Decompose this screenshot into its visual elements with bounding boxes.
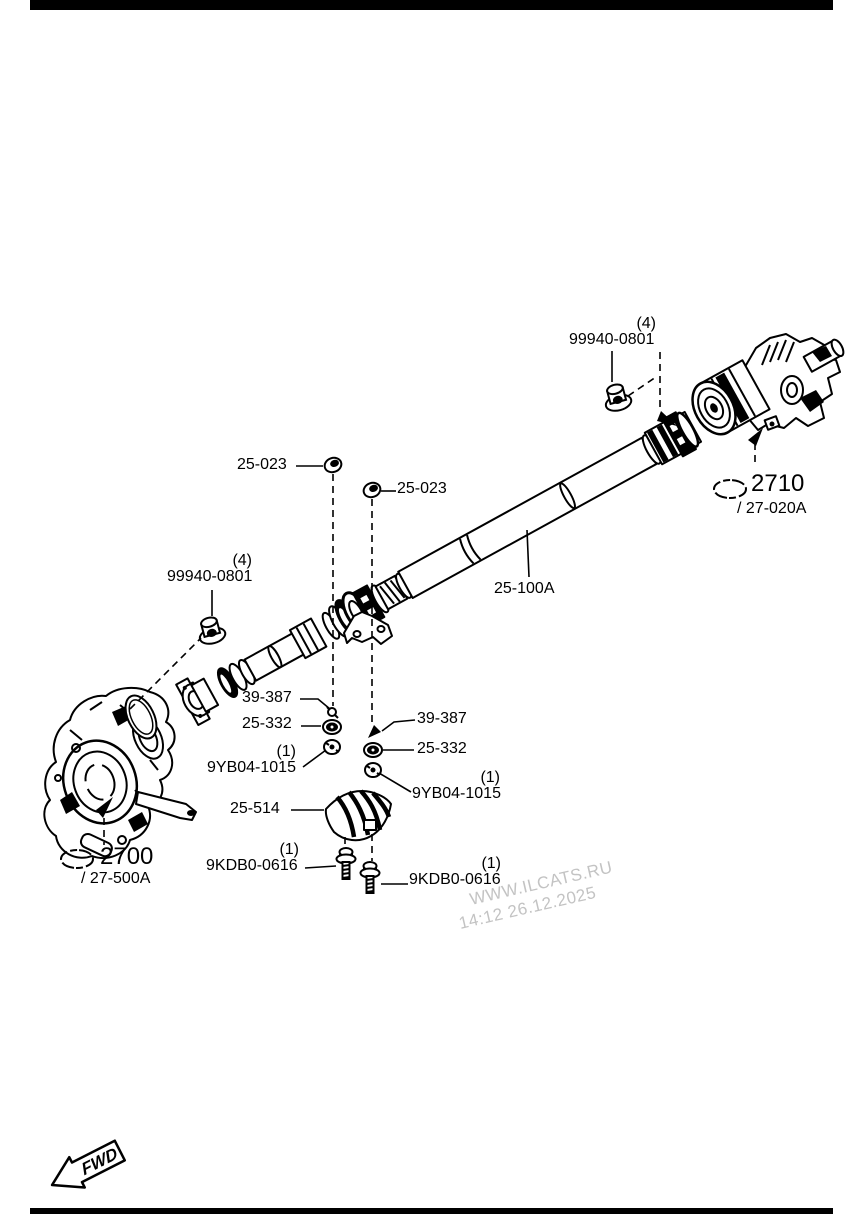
part-qty: (1) (480, 769, 500, 786)
part-qty: (1) (276, 743, 296, 760)
assembly-callout-2700[interactable]: 2700 (100, 843, 154, 870)
part-code: 99940-0801 (167, 568, 253, 585)
part-code: 9KDB0-0616 (409, 871, 501, 888)
assembly-callout-2710[interactable]: 2710 (751, 470, 805, 497)
part-label-9KDB0-0616-left[interactable]: (1) 9KDB0-0616 (206, 842, 303, 874)
part-qty: (1) (481, 855, 501, 872)
part-label-25-332-left[interactable]: 25-332 (242, 715, 292, 732)
propeller-shaft-drawing (175, 410, 703, 726)
part-qty: (4) (232, 552, 252, 569)
rubber-25332-right-icon (363, 742, 383, 758)
nut-9yb04-left-icon (323, 739, 341, 755)
dashed-lines (103, 352, 756, 861)
center-bearing-bracket-drawing (343, 611, 393, 645)
part-label-25-023-right[interactable]: 25-023 (397, 480, 447, 497)
bolt-9kdb0-left-icon (335, 847, 357, 880)
fwd-arrow-icon: FWD (50, 1139, 127, 1189)
part-label-9KDB0-0616-right[interactable]: (1) 9KDB0-0616 (409, 856, 505, 888)
part-code: 99940-0801 (569, 331, 655, 348)
assembly-ref-27-500A[interactable]: / 27-500A (81, 870, 151, 887)
part-qty: (1) (279, 841, 299, 858)
view-ellipse-icons (60, 479, 747, 869)
part-label-99940-0801-front[interactable]: (4) 99940-0801 (167, 553, 256, 585)
part-label-9YB04-1015-right[interactable]: (1) 9YB04-1015 (412, 770, 504, 802)
top-border (30, 0, 833, 10)
nut-9yb04-right-icon (364, 762, 382, 778)
bottom-border (30, 1208, 833, 1214)
pointer-arrows (96, 411, 763, 818)
part-label-25-100A[interactable]: 25-100A (494, 580, 555, 597)
part-qty: (4) (636, 315, 656, 332)
part-label-99940-0801-rear[interactable]: (4) 99940-0801 (569, 316, 660, 348)
flange-nut-rear-icon (604, 383, 633, 412)
rear-diff-drawing (691, 333, 845, 436)
part-label-25-023-left[interactable]: 25-023 (237, 456, 287, 473)
bolt-25023-right-icon (362, 481, 382, 499)
part-label-39-387-left[interactable]: 39-387 (242, 689, 292, 706)
leader-lines (211, 351, 613, 885)
bolt-9kdb0-right-icon (359, 861, 381, 894)
part-code: 9KDB0-0616 (206, 857, 298, 874)
heat-shield-drawing (324, 789, 392, 842)
part-label-39-387-right[interactable]: 39-387 (417, 710, 467, 727)
part-label-25-514[interactable]: 25-514 (230, 800, 280, 817)
rubber-25332-left-icon (322, 719, 342, 735)
front-unit-drawing (43, 686, 197, 859)
part-label-25-332-right[interactable]: 25-332 (417, 740, 467, 757)
assembly-ref-27-020A[interactable]: / 27-020A (737, 500, 807, 517)
flange-nut-front-icon (198, 616, 227, 645)
part-label-9YB04-1015-left[interactable]: (1) 9YB04-1015 (207, 744, 300, 776)
part-code: 9YB04-1015 (412, 785, 501, 802)
bolt-25023-left-icon (323, 456, 343, 474)
part-code: 9YB04-1015 (207, 759, 296, 776)
